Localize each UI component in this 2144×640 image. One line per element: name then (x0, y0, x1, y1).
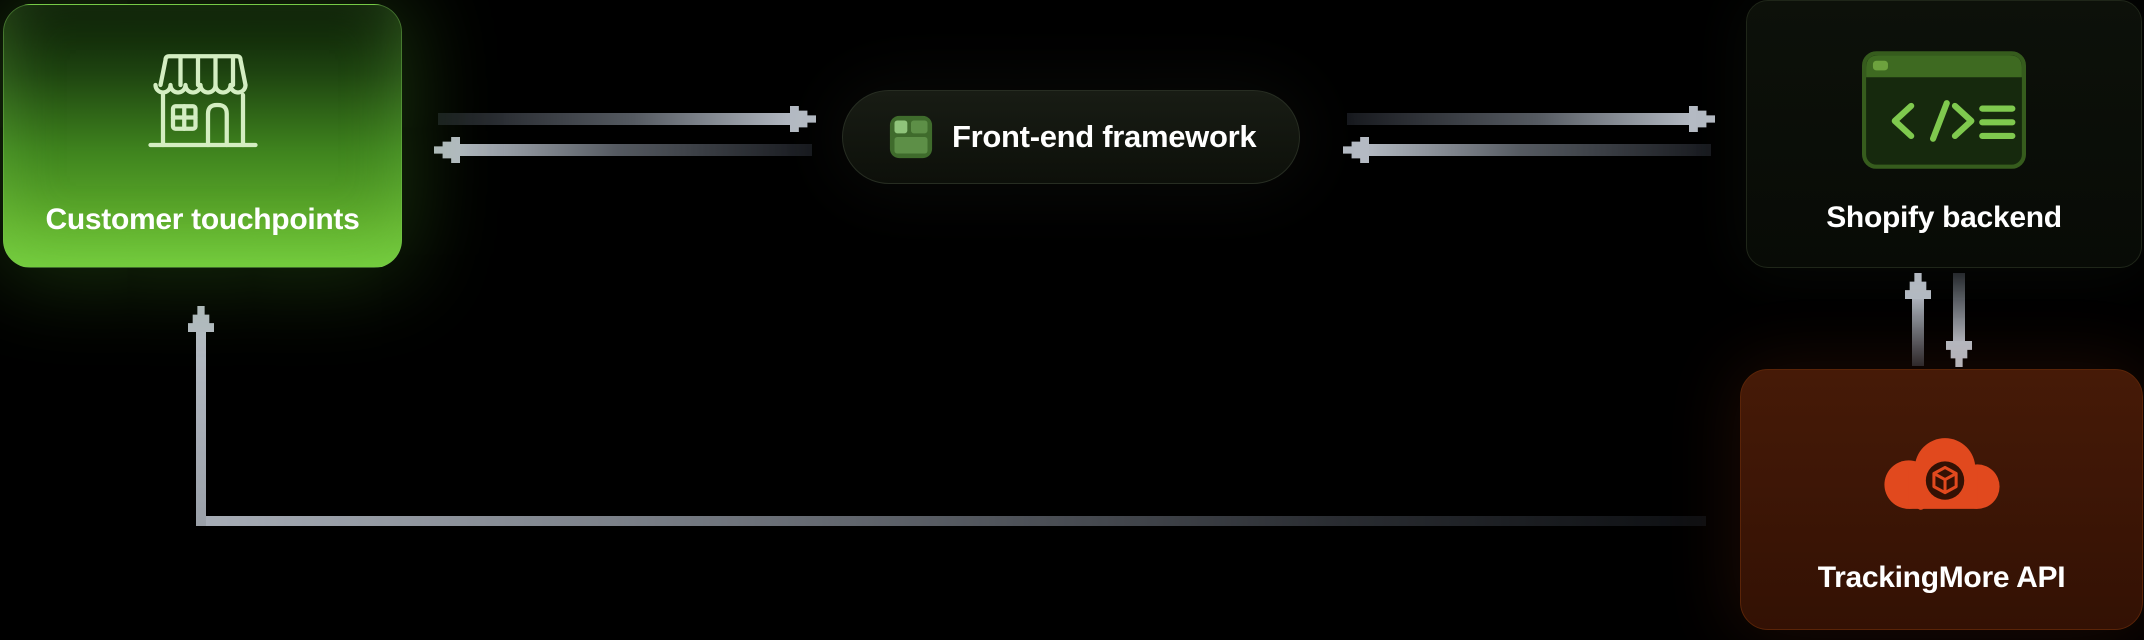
arrow-trackingmore-to-customer-horizontal (196, 516, 1706, 526)
node-label: Shopify backend (1826, 201, 2062, 234)
node-frontend-framework: Front-end framework (842, 90, 1300, 184)
layout-grid-icon (889, 115, 933, 159)
arrowhead-left-icon (434, 137, 460, 163)
arrow-customer-to-frontend (438, 106, 816, 132)
arrowhead-down-icon (1946, 341, 1972, 367)
node-trackingmore-api: TrackingMore API (1740, 369, 2143, 630)
code-window-icon (1862, 51, 2026, 169)
arrow-shaft (1912, 295, 1924, 366)
arrow-shaft (1953, 273, 1965, 345)
arrow-shopify-to-trackingmore (1946, 273, 1972, 367)
arrow-shaft (1347, 113, 1693, 125)
arrow-trackingmore-to-customer-vertical (196, 330, 206, 526)
node-customer-touchpoints: Customer touchpoints (3, 4, 402, 268)
node-label: Customer touchpoints (45, 203, 360, 236)
arrow-trackingmore-to-shopify (1905, 273, 1931, 366)
node-label: Front-end framework (952, 119, 1257, 154)
arrowhead-left-icon (1343, 137, 1369, 163)
storefront-icon (147, 54, 258, 148)
trackingmore-cloud-logo (1883, 438, 2000, 510)
arrow-frontend-to-customer (434, 137, 812, 163)
arrow-shopify-to-frontend (1343, 137, 1711, 163)
arrowhead-right-icon (790, 106, 816, 132)
arrow-frontend-to-shopify (1347, 106, 1715, 132)
arrow-shaft (1365, 144, 1711, 156)
arrowhead-up-icon (188, 306, 214, 332)
arrowhead-up-icon (1905, 273, 1931, 299)
arrow-shaft (438, 113, 794, 125)
node-shopify-backend: Shopify backend (1746, 0, 2142, 268)
arrow-shaft (456, 144, 812, 156)
node-label: TrackingMore API (1817, 561, 2066, 594)
arrowhead-right-icon (1689, 106, 1715, 132)
